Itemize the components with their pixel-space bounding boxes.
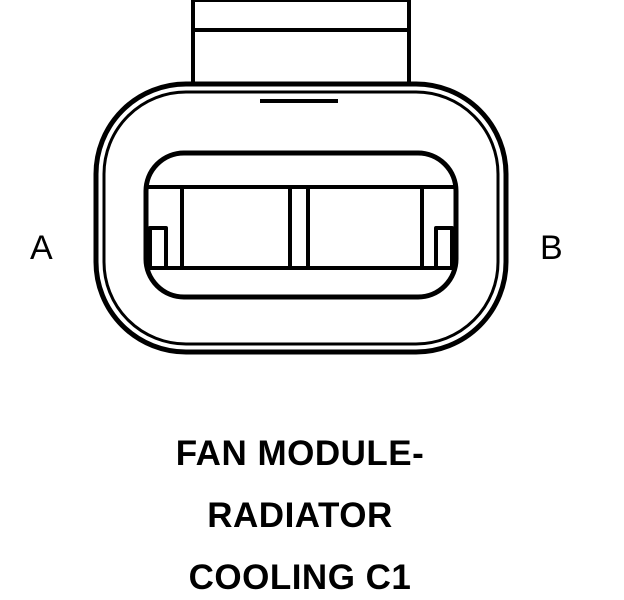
connector-cavity [143,150,459,300]
connector-caption-line-2: RADIATOR [207,496,393,535]
connector-caption-line-3: COOLING C1 [188,558,412,597]
connector-housing [93,81,509,355]
pin-label-b: B [540,229,563,267]
connector-caption-line-1: FAN MODULE- [175,434,425,473]
pin-label-a: A [30,229,53,267]
